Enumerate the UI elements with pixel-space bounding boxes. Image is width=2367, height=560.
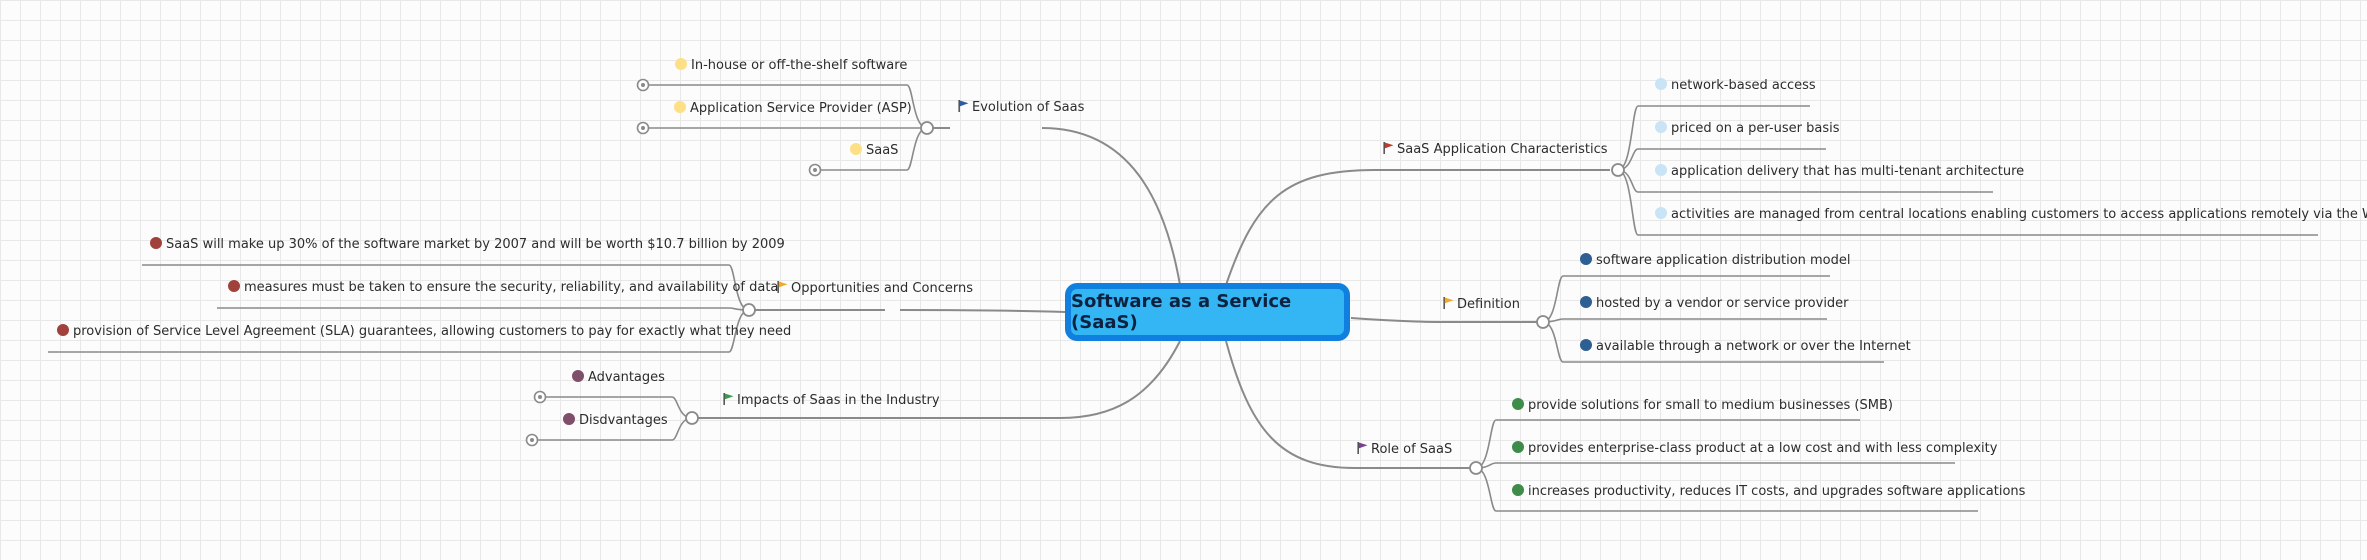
subtopic-item[interactable]: Application Service Provider (ASP) <box>674 101 912 117</box>
bullet-dot-icon <box>228 280 240 292</box>
subtopic-item[interactable]: software application distribution model <box>1580 253 1851 269</box>
collapsed-node-dot <box>641 126 645 130</box>
branch-connector <box>1225 340 1356 469</box>
subtopic-item[interactable]: priced on a per-user basis <box>1655 121 1839 137</box>
branch-toggle-knob <box>1469 461 1483 475</box>
subtopic-label: activities are managed from central loca… <box>1671 207 2367 222</box>
bullet-dot-icon <box>57 324 69 336</box>
central-topic-label: Software as a Service (SaaS) <box>1071 291 1292 333</box>
collapsed-node-dot <box>641 83 645 87</box>
subtopic-label: increases productivity, reduces IT costs… <box>1528 484 2026 499</box>
branch-toggle-knob <box>1536 315 1550 329</box>
topic-label: Definition <box>1457 297 1520 312</box>
bullet-dot-icon <box>850 143 862 155</box>
topic-label: Opportunities and Concerns <box>791 281 973 296</box>
topic-role[interactable]: Role of SaaS <box>1357 442 1452 458</box>
bullet-dot-icon <box>1655 78 1667 90</box>
subtopic-label: Application Service Provider (ASP) <box>690 101 912 116</box>
subtopic-item[interactable]: measures must be taken to ensure the sec… <box>228 280 778 296</box>
collapsed-node-dot <box>813 168 817 172</box>
subtopic-item[interactable]: SaaS will make up 30% of the software ma… <box>150 237 785 253</box>
branch-connector <box>899 309 1066 313</box>
subtopic-label: provision of Service Level Agreement (SL… <box>73 324 792 339</box>
subtopic-item[interactable]: Advantages <box>572 370 665 386</box>
branch-connector <box>1059 340 1181 419</box>
subtopic-label: application delivery that has multi-tena… <box>1671 164 2025 179</box>
child-connector <box>1475 467 1497 512</box>
subtopic-label: measures must be taken to ensure the sec… <box>244 280 779 295</box>
bullet-dot-icon <box>150 237 162 249</box>
branch-connector <box>1041 127 1181 286</box>
bullet-dot-icon <box>1655 164 1667 176</box>
bullet-dot-icon <box>675 58 687 70</box>
bullet-dot-icon <box>674 101 686 113</box>
child-connector <box>1617 169 1639 236</box>
bullet-dot-icon <box>1655 207 1667 219</box>
red-flag-icon <box>1383 142 1397 157</box>
child-connector <box>1475 419 1497 469</box>
subtopic-label: software application distribution model <box>1596 253 1851 268</box>
topic-label: Role of SaaS <box>1371 442 1453 457</box>
blue-flag-icon <box>958 100 972 115</box>
subtopic-item[interactable]: In-house or off-the-shelf software <box>675 58 907 74</box>
collapsed-node-dot <box>530 438 534 442</box>
subtopic-item[interactable]: provides enterprise-class product at a l… <box>1512 441 1997 457</box>
subtopic-label: network-based access <box>1671 78 1816 93</box>
subtopic-label: SaaS will make up 30% of the software ma… <box>166 237 785 252</box>
topic-impacts[interactable]: Impacts of Saas in the Industry <box>723 393 940 409</box>
bullet-dot-icon <box>572 370 584 382</box>
subtopic-item[interactable]: available through a network or over the … <box>1580 339 1911 355</box>
child-connector <box>1542 275 1564 323</box>
bullet-dot-icon <box>1580 253 1592 265</box>
branch-toggle-knob <box>742 303 756 317</box>
topic-definition[interactable]: Definition <box>1443 297 1520 313</box>
subtopic-label: available through a network or over the … <box>1596 339 1911 354</box>
topic-opportunities[interactable]: Opportunities and Concerns <box>777 281 973 297</box>
topic-label: Impacts of Saas in the Industry <box>737 393 940 408</box>
subtopic-item[interactable]: increases productivity, reduces IT costs… <box>1512 484 2025 500</box>
green-flag-icon <box>723 393 737 408</box>
central-topic[interactable]: Software as a Service (SaaS) <box>1065 283 1350 341</box>
subtopic-label: SaaS <box>866 143 899 158</box>
subtopic-item[interactable]: application delivery that has multi-tena… <box>1655 164 2024 180</box>
orange-flag-icon <box>1443 297 1457 312</box>
branch-toggle-knob <box>1611 163 1625 177</box>
orange-flag-icon <box>777 281 791 296</box>
bullet-dot-icon <box>1580 339 1592 351</box>
subtopic-item[interactable]: activities are managed from central loca… <box>1655 207 2367 223</box>
topic-evolution[interactable]: Evolution of Saas <box>958 100 1084 116</box>
topic-label: SaaS Application Characteristics <box>1397 142 1608 157</box>
bullet-dot-icon <box>1512 484 1524 496</box>
child-connector <box>1617 105 1639 171</box>
topic-label: Evolution of Saas <box>972 100 1085 115</box>
subtopic-item[interactable]: provision of Service Level Agreement (SL… <box>57 324 791 340</box>
bullet-dot-icon <box>1512 441 1524 453</box>
bullet-dot-icon <box>563 413 575 425</box>
subtopic-item[interactable]: Disdvantages <box>563 413 668 429</box>
branch-toggle-knob <box>920 121 934 135</box>
child-connector <box>906 127 928 171</box>
bullet-dot-icon <box>1655 121 1667 133</box>
bullet-dot-icon <box>1512 398 1524 410</box>
subtopic-item[interactable]: SaaS <box>850 143 898 159</box>
collapsed-node-dot <box>538 395 542 399</box>
bullet-dot-icon <box>1580 296 1592 308</box>
branch-toggle-knob <box>685 411 699 425</box>
branch-connector <box>1350 317 1441 323</box>
branch-connector <box>1225 169 1376 286</box>
subtopic-label: In-house or off-the-shelf software <box>691 58 908 73</box>
subtopic-item[interactable]: provide solutions for small to medium bu… <box>1512 398 1893 414</box>
subtopic-label: hosted by a vendor or service provider <box>1596 296 1849 311</box>
subtopic-label: Disdvantages <box>579 413 668 428</box>
purple-flag-icon <box>1357 442 1371 457</box>
subtopic-item[interactable]: hosted by a vendor or service provider <box>1580 296 1849 312</box>
topic-characteristics[interactable]: SaaS Application Characteristics <box>1383 142 1608 158</box>
subtopic-label: provide solutions for small to medium bu… <box>1528 398 1893 413</box>
subtopic-item[interactable]: network-based access <box>1655 78 1816 94</box>
subtopic-label: Advantages <box>588 370 665 385</box>
subtopic-label: priced on a per-user basis <box>1671 121 1840 136</box>
subtopic-label: provides enterprise-class product at a l… <box>1528 441 1998 456</box>
